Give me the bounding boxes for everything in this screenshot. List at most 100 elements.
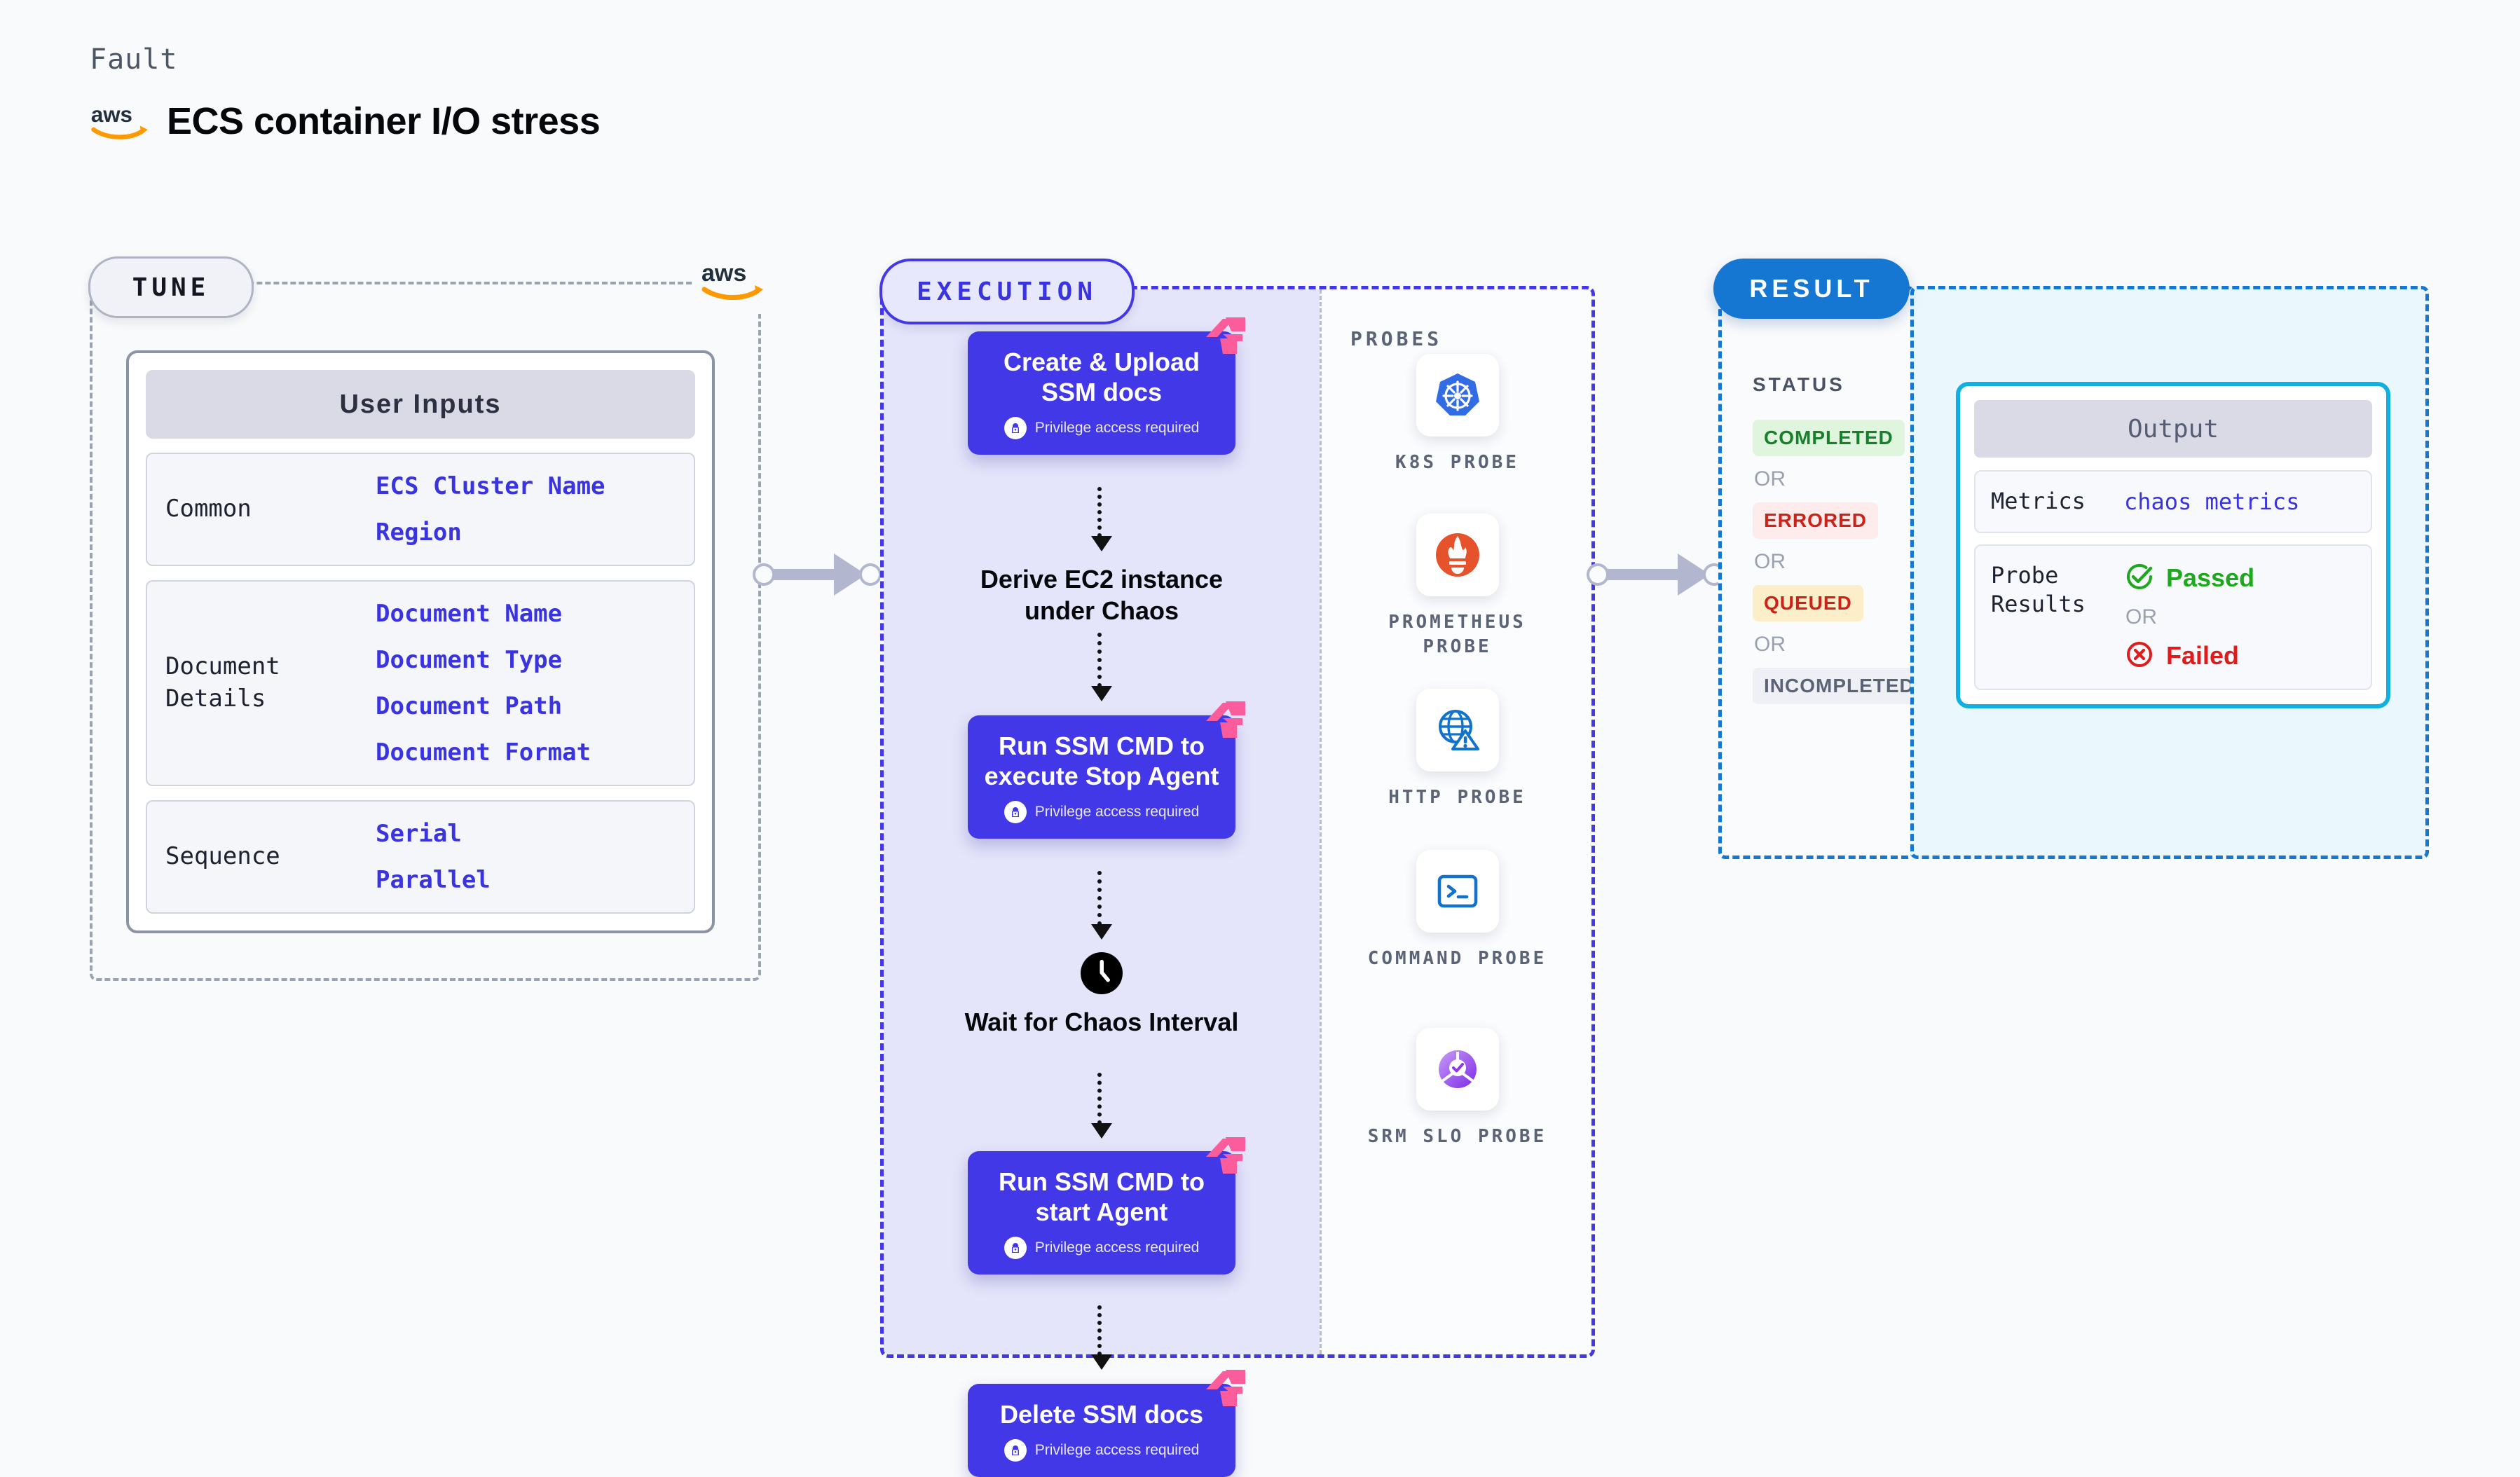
probe-item[interactable]: HTTP PROBE xyxy=(1353,689,1563,810)
probe-label: HTTP PROBE xyxy=(1388,787,1526,808)
lock-icon xyxy=(1004,417,1027,440)
output-row-key: Metrics xyxy=(1991,488,2086,514)
step-title: Run SSM CMD to start Agent xyxy=(999,1167,1205,1227)
step-title: Delete SSM docs xyxy=(999,1400,1204,1429)
probe-result-label: Failed xyxy=(2166,641,2240,671)
aws-logo-icon: aws xyxy=(700,257,770,303)
probe-label: K8S PROBE xyxy=(1395,452,1519,473)
harness-ribbon-icon xyxy=(1202,1133,1252,1176)
aws-logo-icon: aws xyxy=(90,99,154,143)
connector-line xyxy=(1589,569,1682,580)
privilege-note-label: Privilege access required xyxy=(1034,1239,1200,1256)
execution-panel: EXECUTION Create & Upload SSM docs Privi… xyxy=(879,259,1595,1477)
execution-pill-label: EXECUTION xyxy=(916,277,1098,306)
privilege-note-label: Privilege access required xyxy=(1034,420,1200,437)
flow-connector xyxy=(1097,1305,1106,1356)
input-row-sequence: Sequence Serial Parallel xyxy=(146,800,695,914)
kubernetes-icon xyxy=(1416,354,1499,437)
status-badge-incompleted: INCOMPLETED xyxy=(1753,668,1926,704)
status-badge-queued: QUEUED xyxy=(1753,585,1863,621)
page-header: Fault aws ECS container I/O stress xyxy=(90,43,601,143)
privilege-note: Privilege access required xyxy=(1004,417,1200,440)
tune-panel: TUNE User Inputs Common ECS Cluster Name… xyxy=(88,256,761,981)
execution-step[interactable]: Delete SSM docs Privilege access require… xyxy=(968,1370,1245,1477)
terminal-icon xyxy=(1416,850,1499,933)
flow-arrowhead xyxy=(1091,924,1112,940)
connector-line xyxy=(755,569,838,580)
probe-result-failed: Failed xyxy=(2124,639,2254,673)
input-value[interactable]: Parallel xyxy=(376,866,491,894)
probes-label: PROBES xyxy=(1350,327,1443,350)
or-separator: OR xyxy=(2125,605,2157,628)
check-circle-icon xyxy=(2124,561,2155,596)
aws-logo-badge: aws xyxy=(694,247,776,314)
output-card: Output Metrics chaos metrics Probe Resul… xyxy=(1956,382,2390,708)
probe-item[interactable]: COMMAND PROBE xyxy=(1353,850,1563,971)
svg-text:aws: aws xyxy=(91,102,132,127)
input-value[interactable]: Serial xyxy=(376,820,462,848)
privilege-note: Privilege access required xyxy=(1004,1439,1199,1462)
probe-item[interactable]: K8S PROBE xyxy=(1353,354,1563,475)
srm-slo-icon xyxy=(1416,1028,1499,1111)
probe-result-label: Passed xyxy=(2166,563,2255,593)
input-row-key: Common xyxy=(165,495,252,523)
harness-ribbon-icon xyxy=(1202,697,1252,741)
flow-connector xyxy=(1097,871,1106,926)
result-pill: RESULT xyxy=(1713,259,1910,319)
title-row: aws ECS container I/O stress xyxy=(90,99,601,143)
execution-step-plain: Derive EC2 instance under Chaos xyxy=(980,565,1224,625)
flow-connector xyxy=(1097,487,1106,537)
execution-pill: EXECUTION xyxy=(879,259,1135,324)
globe-warning-icon xyxy=(1416,689,1499,771)
result-status-panel: RESULT STATUS COMPLETED OR ERRORED OR QU… xyxy=(1713,259,1926,859)
output-row-value[interactable]: chaos metrics xyxy=(2124,488,2300,515)
privilege-note-label: Privilege access required xyxy=(1034,804,1200,820)
tune-pill: TUNE xyxy=(88,256,254,318)
execution-step[interactable]: Run SSM CMD to start Agent Privilege acc… xyxy=(968,1137,1245,1275)
privilege-note: Privilege access required xyxy=(1004,801,1200,824)
connector-start-dot xyxy=(753,563,775,586)
wait-step: Wait for Chaos Interval xyxy=(954,951,1249,1036)
flow-arrowhead xyxy=(1091,1354,1112,1370)
probe-label: PROMETHEUS PROBE xyxy=(1388,612,1526,658)
input-value[interactable]: Document Type xyxy=(376,646,563,674)
connector-tune-to-execution xyxy=(753,554,882,596)
tune-pill-label: TUNE xyxy=(132,273,210,302)
status-list: COMPLETED OR ERRORED OR QUEUED OR INCOMP… xyxy=(1753,420,1926,704)
execution-step[interactable]: Create & Upload SSM docs Privilege acces… xyxy=(968,317,1245,455)
or-separator: OR xyxy=(1754,550,1786,573)
output-card-title: Output xyxy=(1974,400,2372,458)
page-eyebrow: Fault xyxy=(90,43,178,76)
input-row-key: Sequence xyxy=(165,842,280,871)
svg-text:aws: aws xyxy=(701,260,746,287)
user-inputs-card: User Inputs Common ECS Cluster Name Regi… xyxy=(126,350,715,933)
clock-icon xyxy=(954,951,1249,996)
status-badge-completed: COMPLETED xyxy=(1753,420,1905,456)
probe-item[interactable]: PROMETHEUS PROBE xyxy=(1353,514,1563,659)
output-row-metrics: Metrics chaos metrics xyxy=(1974,470,2372,533)
probe-item[interactable]: SRM SLO PROBE xyxy=(1353,1028,1563,1149)
or-separator: OR xyxy=(1754,633,1786,656)
lock-icon xyxy=(1004,1439,1027,1462)
input-row-document-details: Document Details Document Name Document … xyxy=(146,580,695,786)
flow-arrowhead xyxy=(1091,536,1112,551)
connector-end-dot xyxy=(859,563,882,586)
harness-ribbon-icon xyxy=(1202,1366,1252,1409)
execution-step[interactable]: Run SSM CMD to execute Stop Agent Privil… xyxy=(968,701,1245,839)
input-row-key: Document Details xyxy=(165,652,280,713)
probe-label: SRM SLO PROBE xyxy=(1367,1126,1547,1147)
flow-connector xyxy=(1097,633,1106,687)
flow-arrowhead xyxy=(1091,1123,1112,1139)
probes-column: PROBES K8S PROBE xyxy=(1320,289,1595,1354)
input-value[interactable]: Document Path xyxy=(376,692,563,720)
input-value[interactable]: Document Name xyxy=(376,600,563,628)
lock-icon xyxy=(1004,801,1027,824)
harness-ribbon-icon xyxy=(1202,313,1252,357)
connector-start-dot xyxy=(1587,563,1609,586)
input-value[interactable]: Region xyxy=(376,518,462,547)
input-value[interactable]: ECS Cluster Name xyxy=(376,472,605,500)
user-inputs-title: User Inputs xyxy=(146,370,695,439)
page-title: ECS container I/O stress xyxy=(167,100,601,142)
or-separator: OR xyxy=(1754,467,1786,490)
input-value[interactable]: Document Format xyxy=(376,738,591,767)
